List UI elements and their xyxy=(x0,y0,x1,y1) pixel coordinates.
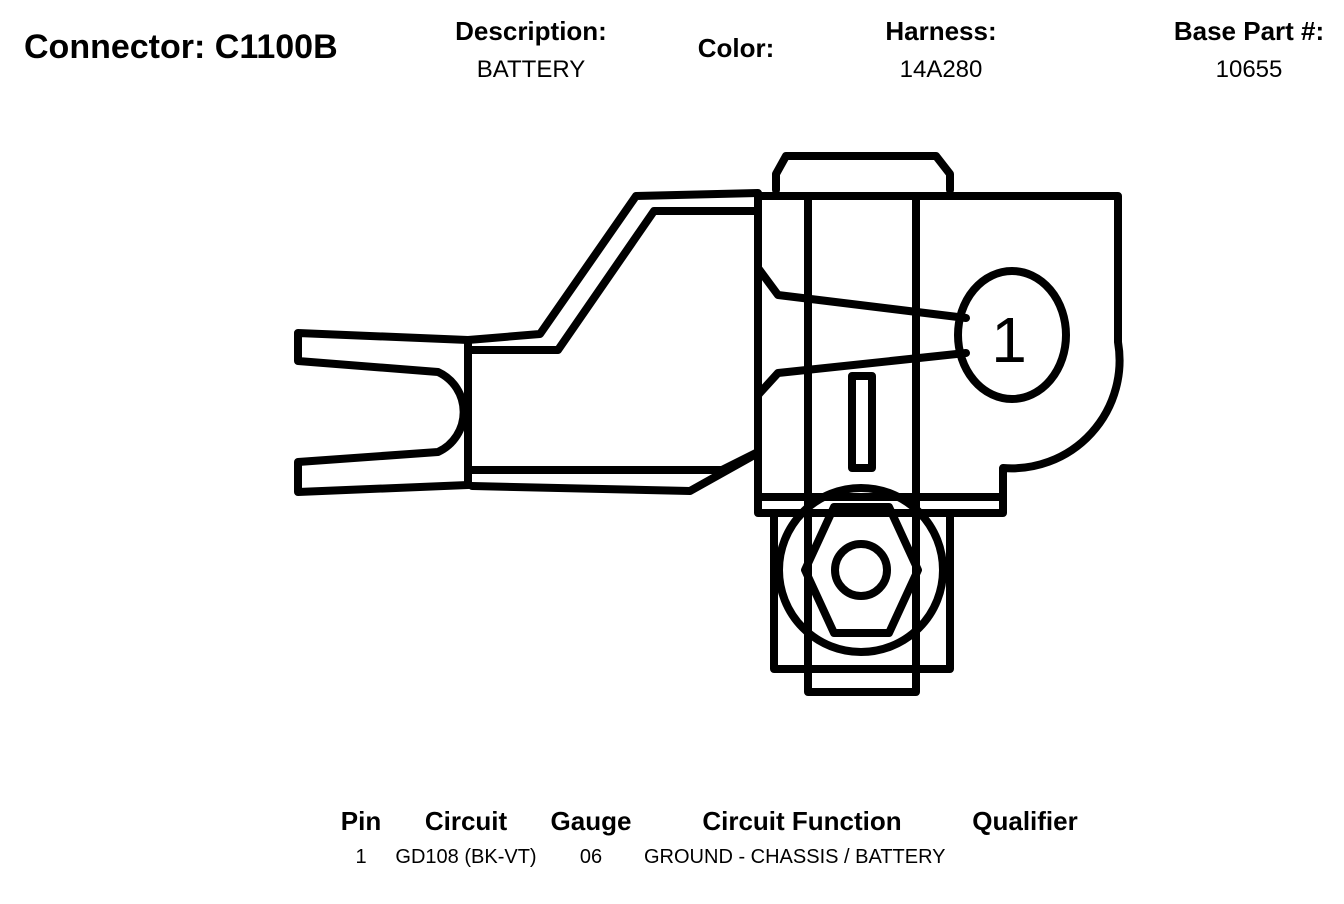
nut-hole xyxy=(831,540,891,600)
contact-upper xyxy=(754,207,970,322)
col-header-qualifier: Qualifier xyxy=(972,806,1078,836)
pin-1-callout-label: 1 xyxy=(991,304,1027,376)
terminal-upper-arm-outer xyxy=(464,189,762,344)
col-header-pin: Pin xyxy=(340,806,382,836)
bolt-head-top xyxy=(772,152,954,194)
col-header-gauge: Gauge xyxy=(550,806,632,836)
lower-housing xyxy=(770,509,954,673)
description-label: Description: xyxy=(455,16,607,46)
row-1-pin: 1 xyxy=(355,846,367,868)
washer-circle xyxy=(775,484,947,656)
base-part-label: Base Part #: xyxy=(1173,16,1325,46)
pin-1-callout-circle xyxy=(954,267,1070,403)
hex-nut xyxy=(801,503,922,637)
description-value: BATTERY xyxy=(476,56,586,83)
terminal-body-outline xyxy=(754,192,1124,517)
terminal-lower-arm-inner xyxy=(468,449,762,495)
color-label: Color: xyxy=(697,33,775,63)
bolt-tip xyxy=(804,665,920,696)
harness-value: 14A280 xyxy=(899,56,983,83)
col-header-circuit-function: Circuit Function xyxy=(702,806,902,836)
row-1-function: GROUND - CHASSIS / BATTERY xyxy=(644,846,946,868)
terminal-lower-arm-outer xyxy=(468,449,760,474)
connector-title: Connector: C1100B xyxy=(24,28,338,66)
row-1-circuit: GD108 (BK-VT) xyxy=(395,846,537,868)
row-1-gauge: 06 xyxy=(579,846,603,868)
contact-lower xyxy=(754,349,970,457)
terminal-upper-arm-inner xyxy=(468,207,762,354)
col-header-circuit: Circuit xyxy=(424,806,508,836)
base-part-value: 10655 xyxy=(1215,56,1283,83)
contact-slot xyxy=(848,372,876,472)
harness-label: Harness: xyxy=(885,16,997,46)
spade-fork-outline xyxy=(294,329,472,496)
